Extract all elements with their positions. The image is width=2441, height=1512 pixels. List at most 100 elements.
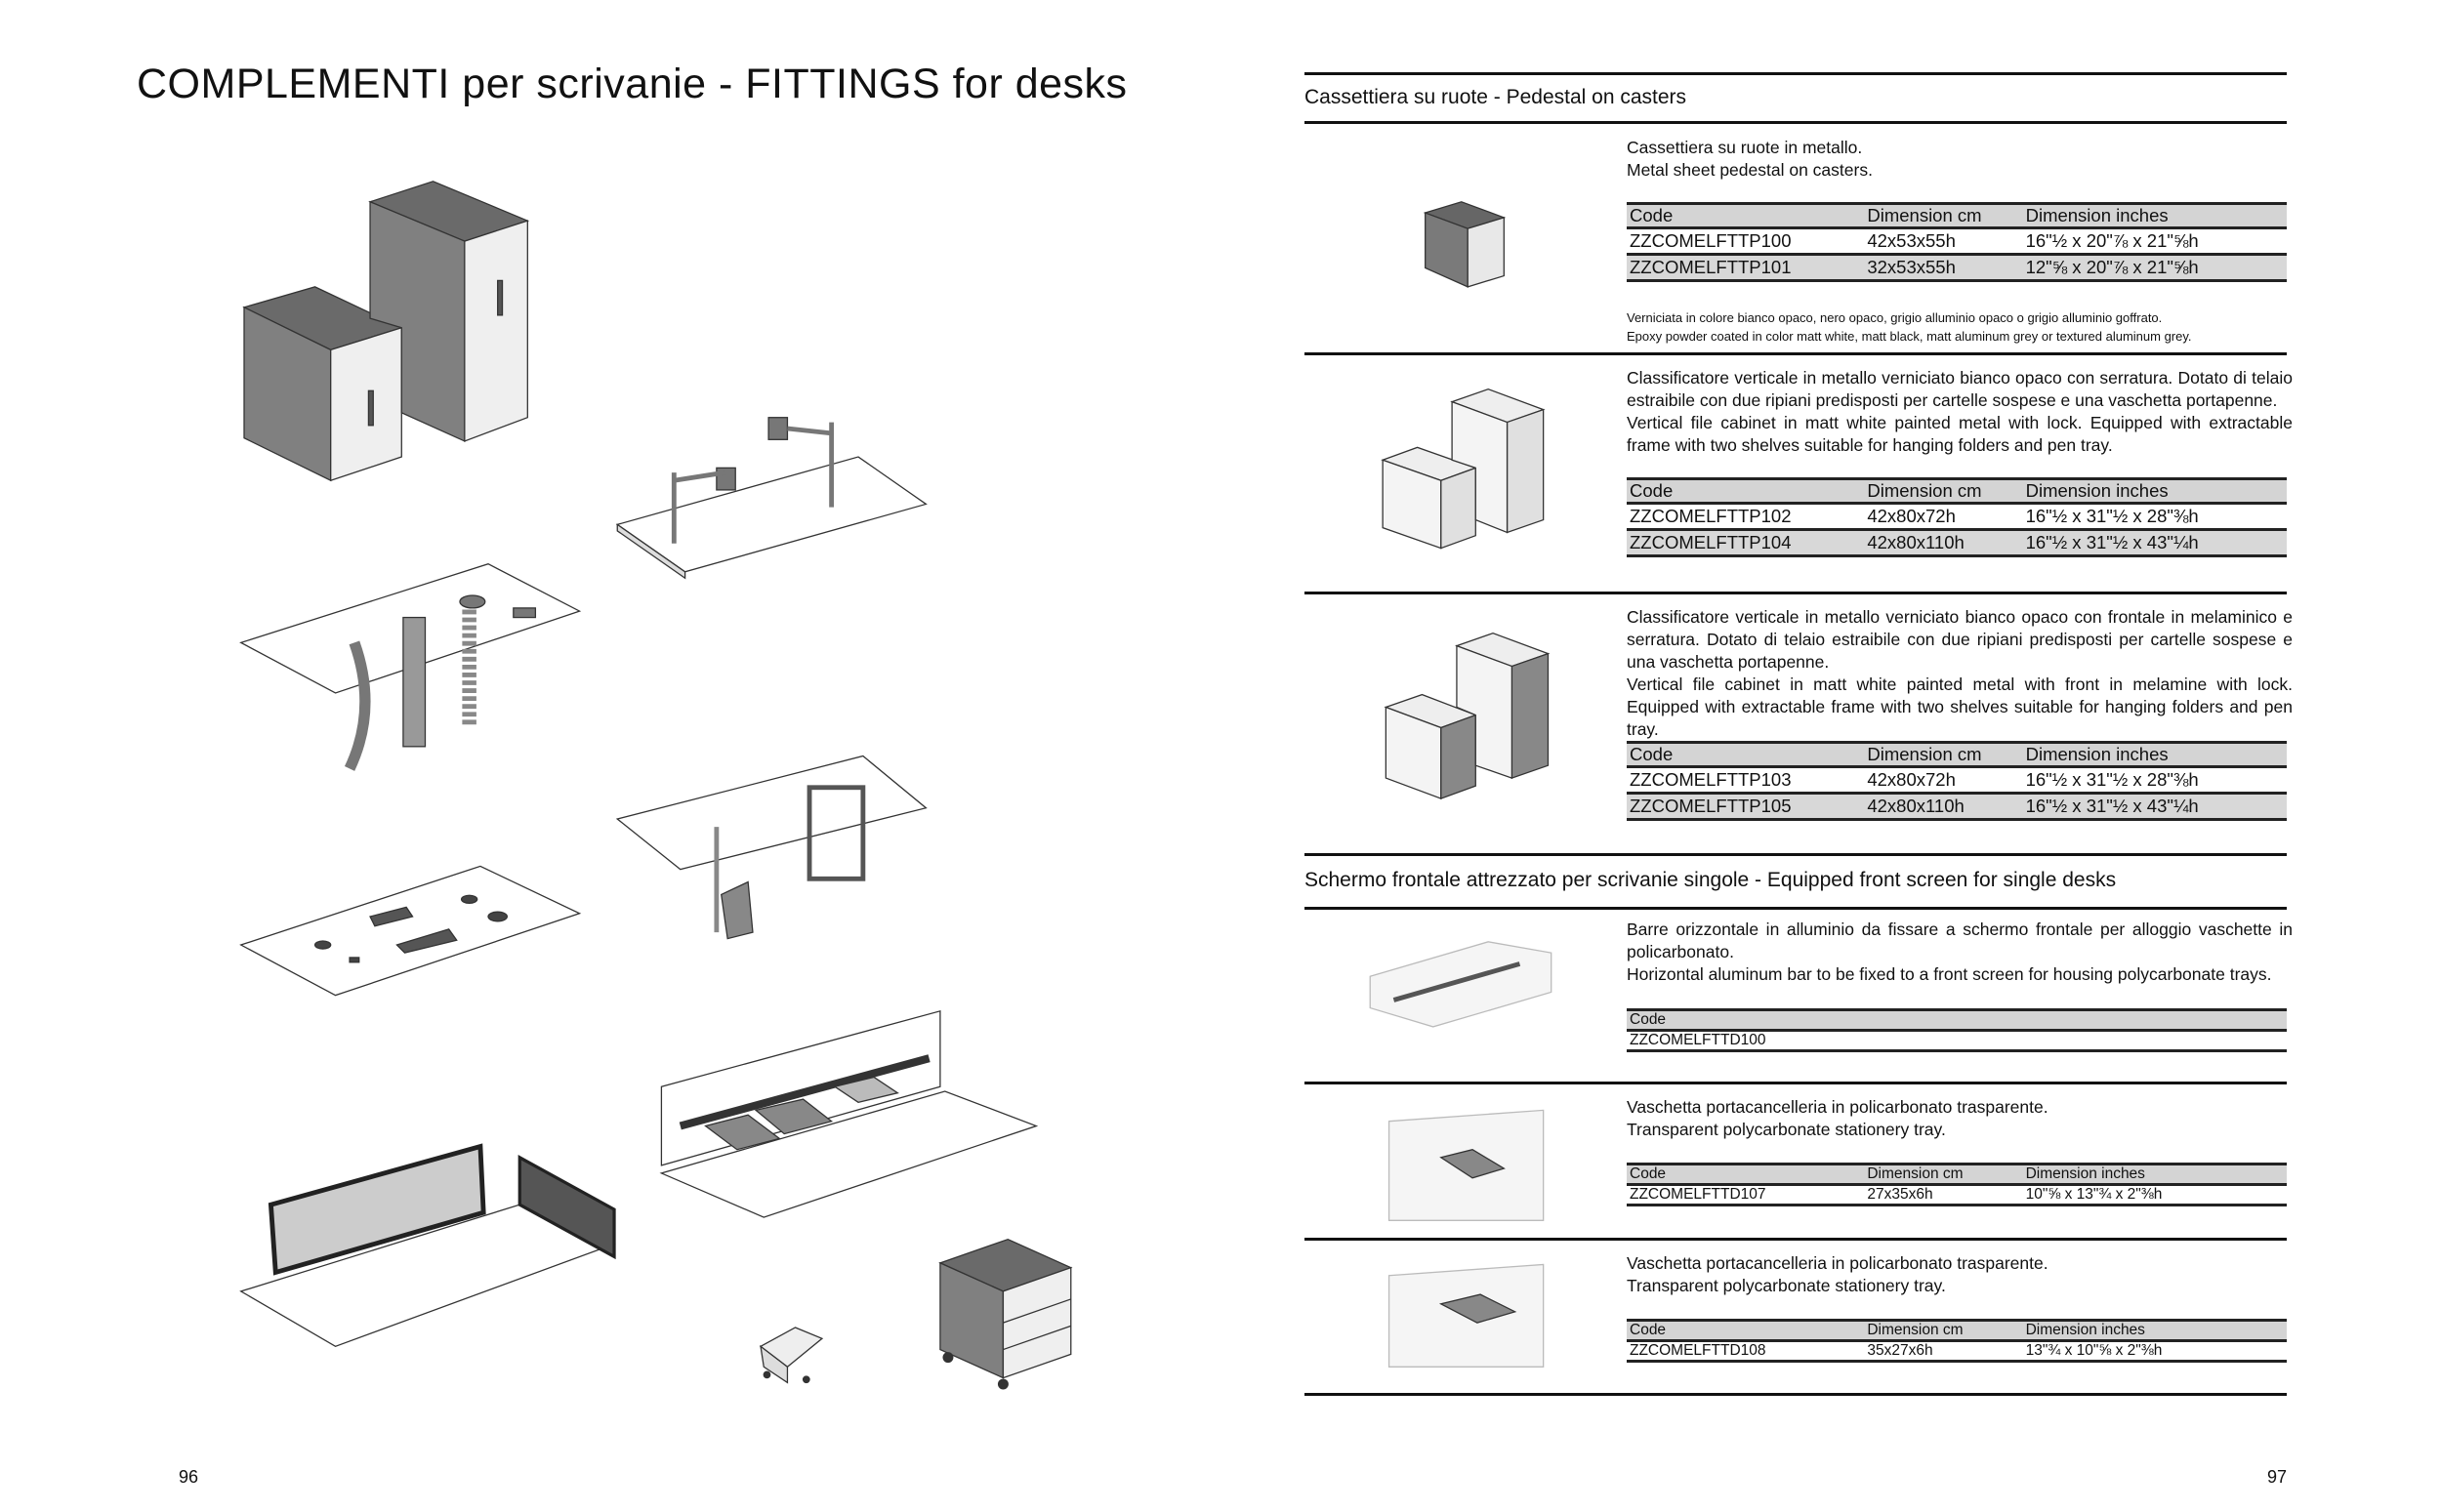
column-header: Dimension inches bbox=[2022, 1163, 2287, 1186]
description-line: Transparent polycarbonate stationery tra… bbox=[1627, 1276, 1946, 1295]
cpu-cart-illustration bbox=[759, 1327, 824, 1384]
product-description: Vaschetta portacancelleria in policarbon… bbox=[1627, 1096, 2293, 1141]
section-rule bbox=[1304, 72, 2287, 75]
table-cell: ZZCOMELFTTD100 bbox=[1627, 1030, 2287, 1052]
description-line: Vertical file cabinet in matt white pain… bbox=[1627, 674, 2293, 739]
column-header: Dimension inches bbox=[2022, 202, 2287, 229]
table-cell: 42x80x110h bbox=[1864, 529, 2023, 557]
table-cell: 32x53x55h bbox=[1864, 254, 2023, 282]
description-line: Horizontal aluminum bar to be fixed to a… bbox=[1627, 964, 2272, 984]
column-header: Dimension cm bbox=[1864, 202, 2023, 229]
product-description: Cassettiera su ruote in metallo. Metal sh… bbox=[1627, 137, 2293, 182]
section-rule bbox=[1304, 853, 2287, 856]
description-line: Metal sheet pedestal on casters. bbox=[1627, 160, 1873, 180]
column-header: Code bbox=[1627, 1008, 2287, 1032]
note-line: Epoxy powder coated in color matt white,… bbox=[1627, 329, 2192, 344]
column-header: Dimension cm bbox=[1864, 741, 2023, 768]
item-rule bbox=[1304, 592, 2287, 594]
product-description: Classificatore verticale in metallo vern… bbox=[1627, 606, 2293, 741]
table-cell: 16"½ x 31"½ x 43"¼h bbox=[2022, 529, 2287, 557]
table-row: ZZCOMELFTTD100 bbox=[1627, 1030, 2287, 1052]
cable-spine-desk-illustration bbox=[239, 563, 582, 771]
column-header: Code bbox=[1627, 477, 1865, 505]
section-heading: Cassettiera su ruote - Pedestal on caste… bbox=[1304, 86, 1687, 108]
page-number-right: 97 bbox=[2267, 1467, 2288, 1487]
table-cell: 42x80x110h bbox=[1864, 793, 2023, 821]
description-line: Vertical file cabinet in matt white pain… bbox=[1627, 413, 2293, 455]
section-rule bbox=[1304, 907, 2287, 910]
column-header: Dimension inches bbox=[2022, 741, 2287, 768]
description-line: Classificatore verticale in metallo vern… bbox=[1627, 607, 2293, 672]
table-cell: 27x35x6h bbox=[1864, 1184, 2023, 1206]
finish-notes: Verniciata in colore bianco opaco, nero … bbox=[1627, 308, 2192, 346]
note-line: Verniciata in colore bianco opaco, nero … bbox=[1627, 310, 2163, 325]
grommet-desk-illustration bbox=[239, 865, 582, 997]
section-heading: Schermo frontale attrezzato per scrivani… bbox=[1304, 869, 2117, 891]
description-line: Vaschetta portacancelleria in policarbon… bbox=[1627, 1253, 2048, 1273]
column-header: Dimension inches bbox=[2022, 1319, 2287, 1342]
column-header: Dimension cm bbox=[1864, 1163, 2023, 1186]
item-rule bbox=[1304, 352, 2287, 355]
table-cell: 16"½ x 20"⅞ x 21"⅝h bbox=[2022, 227, 2287, 256]
thumb-tray-1 bbox=[1387, 1109, 1545, 1221]
thumb-melamine-file-cabinets bbox=[1384, 633, 1551, 799]
column-header: Dimension inches bbox=[2022, 477, 2287, 505]
column-header: Code bbox=[1627, 1163, 1865, 1186]
table-cell: 16"½ x 31"½ x 43"¼h bbox=[2022, 793, 2287, 821]
table-cell: ZZCOMELFTTD108 bbox=[1627, 1340, 1865, 1363]
table-cell: ZZCOMELFTTP105 bbox=[1627, 793, 1865, 821]
column-header: Code bbox=[1627, 741, 1865, 768]
section-rule bbox=[1304, 121, 2287, 124]
table-cell: ZZCOMELFTTP101 bbox=[1627, 254, 1865, 282]
monitor-arm-desk-illustration bbox=[615, 417, 928, 580]
table-cell: 42x80x72h bbox=[1864, 766, 2023, 795]
table-cell: ZZCOMELFTTP100 bbox=[1627, 227, 1865, 256]
table-cell: ZZCOMELFTTD107 bbox=[1627, 1184, 1865, 1206]
column-header: Code bbox=[1627, 1319, 1865, 1342]
cpu-holder-desk-illustration bbox=[615, 755, 928, 940]
column-header: Dimension cm bbox=[1864, 1319, 2023, 1342]
table-cell: 12"⅝ x 20"⅞ x 21"⅝h bbox=[2022, 254, 2287, 282]
page-number-left: 96 bbox=[179, 1467, 199, 1487]
table-cell: ZZCOMELFTTP103 bbox=[1627, 766, 1865, 795]
table-cell: ZZCOMELFTTP102 bbox=[1627, 503, 1865, 531]
description-line: Classificatore verticale in metallo vern… bbox=[1627, 368, 2293, 410]
description-line: Vaschetta portacancelleria in policarbon… bbox=[1627, 1097, 2048, 1117]
item-rule bbox=[1304, 1238, 2287, 1241]
front-screen-desk-illustration bbox=[659, 1009, 1039, 1218]
thumb-aluminum-bar bbox=[1369, 941, 1552, 1028]
table-cell: 10"⅝ x 13"¾ x 2"⅜h bbox=[2022, 1184, 2287, 1206]
table-cell: ZZCOMELFTTP104 bbox=[1627, 529, 1865, 557]
description-line: Transparent polycarbonate stationery tra… bbox=[1627, 1120, 1946, 1139]
description-line: Cassettiera su ruote in metallo. bbox=[1627, 138, 1863, 157]
cabinet-pair-illustration bbox=[242, 181, 530, 482]
table-cell: 42x80x72h bbox=[1864, 503, 2023, 531]
column-header: Code bbox=[1627, 202, 1865, 229]
table-cell: 42x53x55h bbox=[1864, 227, 2023, 256]
table-cell: 35x27x6h bbox=[1864, 1340, 2023, 1363]
thumb-mobile-pedestal bbox=[1423, 201, 1507, 288]
table-header-row: Code bbox=[1627, 1008, 2287, 1032]
page-title: COMPLEMENTI per scrivanie - FITTINGS for… bbox=[137, 61, 1128, 107]
thumb-white-file-cabinets bbox=[1381, 388, 1546, 550]
thumb-tray-2 bbox=[1387, 1263, 1545, 1368]
product-description: Classificatore verticale in metallo vern… bbox=[1627, 367, 2293, 457]
item-rule bbox=[1304, 1082, 2287, 1084]
table-cell: 13"¾ x 10"⅝ x 2"⅜h bbox=[2022, 1340, 2287, 1363]
